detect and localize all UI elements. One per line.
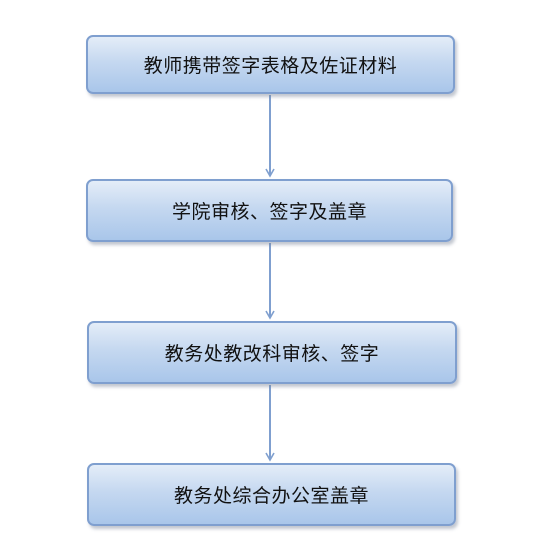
step-label: 教务处教改科审核、签字 bbox=[164, 343, 380, 365]
step-box-college-review: 学院审核、签字及盖章 bbox=[86, 179, 453, 242]
step-label: 教务处综合办公室盖章 bbox=[173, 485, 369, 507]
step-box-submit-materials: 教师携带签字表格及佐证材料 bbox=[86, 35, 455, 94]
step-box-reform-office-review: 教务处教改科审核、签字 bbox=[87, 321, 457, 384]
step-box-general-office-seal: 教务处综合办公室盖章 bbox=[87, 463, 456, 526]
step-label: 教师携带签字表格及佐证材料 bbox=[143, 55, 398, 77]
step-label: 学院审核、签字及盖章 bbox=[171, 201, 367, 223]
